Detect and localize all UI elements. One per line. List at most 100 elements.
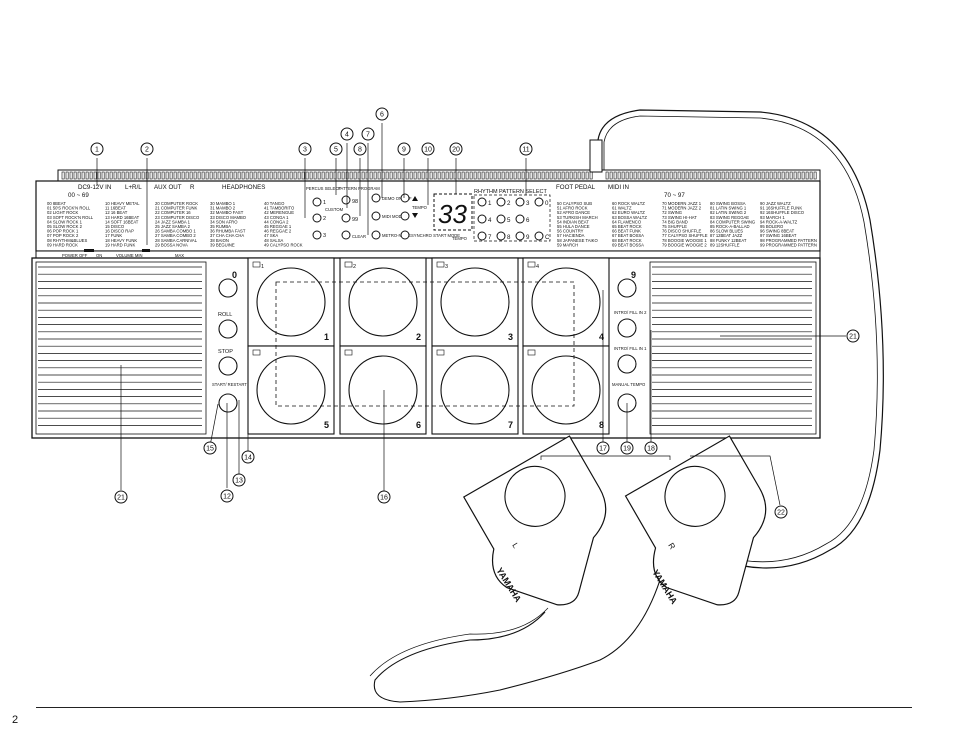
rhythm-list-item: 88 FUNKY 12BEAT xyxy=(710,238,747,243)
callout-text-14: 14 xyxy=(244,455,252,462)
tempo-up-button[interactable] xyxy=(400,193,410,203)
rhythm-button-5[interactable] xyxy=(496,214,506,224)
pad-corner-icon xyxy=(252,261,261,268)
drum-pad-5[interactable]: 5 xyxy=(247,345,335,435)
vent-ridge xyxy=(217,171,221,180)
vent-ridge xyxy=(741,171,745,180)
callout-text-2: 2 xyxy=(145,147,149,154)
percus-select-button-2[interactable] xyxy=(312,213,322,223)
callout-20: 20 xyxy=(449,142,463,156)
rhythm-list-item: 05 SLOW ROCK 2 xyxy=(47,224,83,229)
rhythm-button-7[interactable] xyxy=(477,231,487,241)
drum-pad-2[interactable]: 22 xyxy=(339,257,427,347)
vent-ridge xyxy=(313,171,317,180)
vent-ridge xyxy=(709,171,713,180)
rhythm-list-item: 90 JAZZ WALTZ xyxy=(760,201,791,206)
synchro-button[interactable] xyxy=(400,230,410,240)
callout-text-13: 13 xyxy=(235,478,243,485)
roll-button[interactable] xyxy=(218,319,238,339)
vent-ridge xyxy=(201,171,205,180)
volume-slider[interactable] xyxy=(142,249,150,252)
vent-ridge xyxy=(245,171,249,180)
tempo-up-icon xyxy=(412,196,418,201)
vent-ridge xyxy=(785,171,789,180)
rhythm-button-2[interactable] xyxy=(496,197,506,207)
rhythm-button-4[interactable] xyxy=(477,214,487,224)
vent-ridge xyxy=(317,171,321,180)
vent-ridge xyxy=(457,171,461,180)
vent-ridge xyxy=(617,171,621,180)
power-switch[interactable] xyxy=(84,249,94,252)
drum-pad-3[interactable]: 33 xyxy=(431,257,519,347)
callout-7: 7 xyxy=(361,127,375,141)
vent-ridge xyxy=(685,171,689,180)
vent-ridge xyxy=(481,171,485,180)
button-zero[interactable] xyxy=(218,278,238,298)
pedal-left-pad[interactable] xyxy=(494,455,576,537)
drum-pad-8[interactable]: 8 xyxy=(522,345,610,435)
vent-ridge xyxy=(625,171,629,180)
rhythm-button-6[interactable] xyxy=(515,214,525,224)
vent-ridge xyxy=(677,171,681,180)
vent-ridge xyxy=(565,171,569,180)
vent-ridge xyxy=(121,171,125,180)
callout-text-16: 16 xyxy=(380,495,388,502)
rhythm-list-item: 11 16BEAT xyxy=(105,206,126,211)
pedal-right-side: R xyxy=(666,541,677,551)
vent-ridge xyxy=(305,171,309,180)
rhythm-list-item: 60 ROCK WALTZ xyxy=(612,201,645,206)
vent-ridge xyxy=(773,171,777,180)
drum-pad-7[interactable]: 7 xyxy=(431,345,519,435)
rhythm-button-0[interactable] xyxy=(534,197,544,207)
pad-corner-number: 4 xyxy=(536,264,539,270)
vent-ridge xyxy=(81,171,85,180)
vent-ridge xyxy=(561,171,565,180)
midi-mode-button[interactable] xyxy=(371,211,381,221)
start-restart-button[interactable] xyxy=(218,393,238,413)
percus-select-button-3[interactable] xyxy=(312,230,322,240)
callout-6: 6 xyxy=(375,107,389,121)
pedal-right-pad[interactable] xyxy=(654,455,736,537)
button-nine[interactable] xyxy=(617,278,637,298)
callout-14: 14 xyxy=(241,450,255,464)
clear-button[interactable] xyxy=(341,230,351,240)
percus-select-button-1[interactable] xyxy=(312,197,322,207)
demo-label: DEMO ON/OFF xyxy=(382,196,412,201)
drum-pad-4[interactable]: 44 xyxy=(522,257,610,347)
vent-ridge xyxy=(753,171,757,180)
rhythm-button-8[interactable] xyxy=(496,231,506,241)
rhythm-list-item: 18 HEAVY FUNK xyxy=(105,238,137,243)
rhythm-list-item: 82 LATIN SWING 2 xyxy=(710,210,747,215)
rhythm-button-1[interactable] xyxy=(477,197,487,207)
rhythm-button-3[interactable] xyxy=(515,197,525,207)
intro-fill-1-button[interactable] xyxy=(617,354,637,374)
drum-pad-6[interactable]: 6 xyxy=(339,345,427,435)
callout-text-21-left: 21 xyxy=(117,495,125,502)
rhythm-list-item: 75 SHUFFLE xyxy=(662,224,687,229)
rhythm-button-c[interactable] xyxy=(534,231,544,241)
vent-ridge xyxy=(509,171,513,180)
foot-pedal-label: FOOT PEDAL xyxy=(556,184,596,191)
tempo-down-button[interactable] xyxy=(400,211,410,221)
intro-fill-2-button[interactable] xyxy=(617,318,637,338)
rhythm-list-item: 57 HACIENDA xyxy=(557,233,585,238)
vent-ridge xyxy=(89,171,93,180)
pattern-program-button-98[interactable] xyxy=(341,195,351,205)
drum-pad-1[interactable]: 11 xyxy=(247,257,335,347)
demo-button[interactable] xyxy=(371,193,381,203)
rhythm-list-item: 21 COMPUTER FUNK xyxy=(155,206,198,211)
rhythm-button-9[interactable] xyxy=(515,231,525,241)
metronome-button[interactable] xyxy=(371,230,381,240)
pattern-program-button-99[interactable] xyxy=(341,213,351,223)
vent-ridge xyxy=(705,171,709,180)
pad-number: 8 xyxy=(599,420,604,430)
vent-ridge xyxy=(613,171,617,180)
stop-button[interactable] xyxy=(218,356,238,376)
callout-15: 15 xyxy=(203,441,217,455)
vent-ridge xyxy=(149,171,153,180)
rhythm-number-8: 8 xyxy=(507,234,511,241)
callout-11: 11 xyxy=(519,142,533,156)
rhythm-list-item: 98 PROGRAMMED PATTERN xyxy=(760,238,817,243)
vent-ridge xyxy=(649,171,653,180)
